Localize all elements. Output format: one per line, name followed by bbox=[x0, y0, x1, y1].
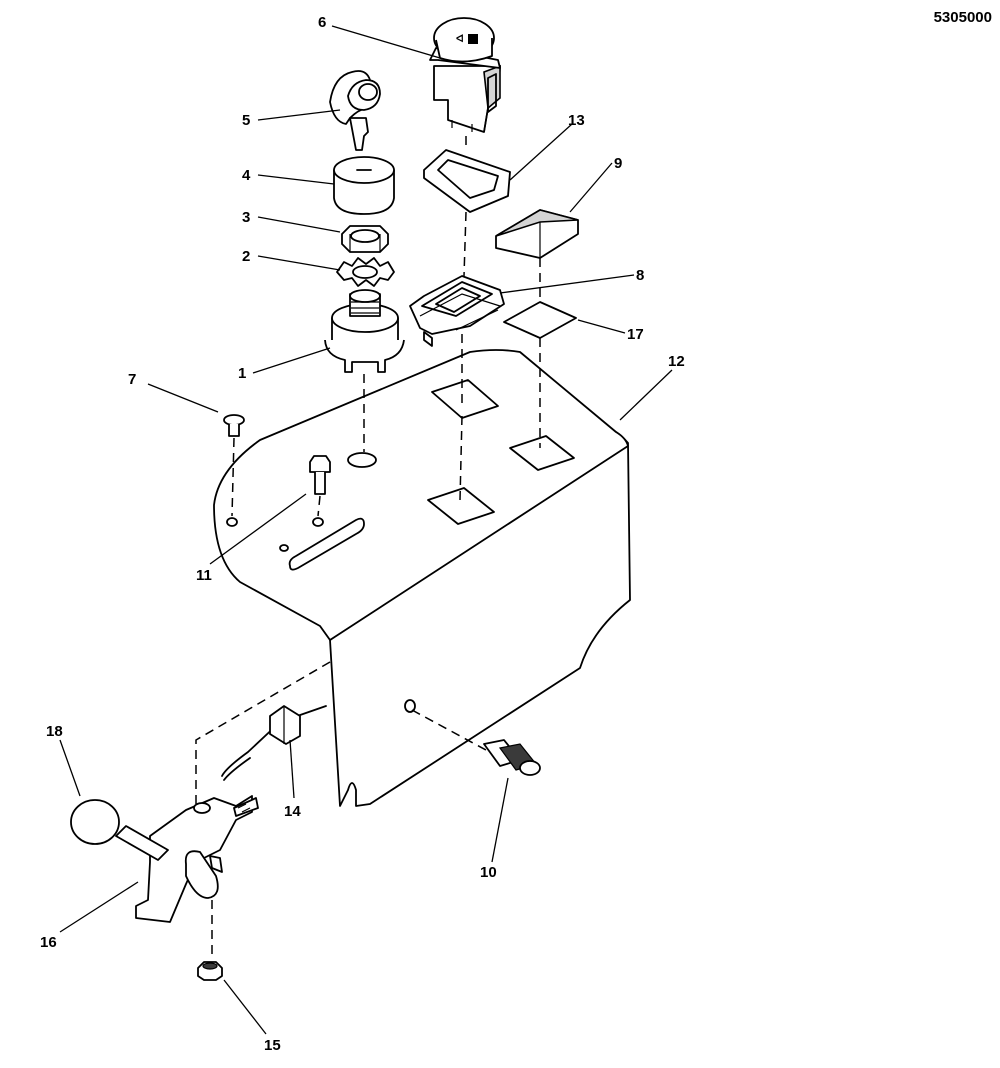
callout-6: 6 bbox=[318, 14, 326, 31]
key-switch-cap bbox=[333, 156, 395, 215]
lock-washer bbox=[336, 257, 395, 287]
assembly-lines bbox=[195, 136, 541, 958]
callout-13: 13 bbox=[568, 112, 585, 129]
callout-15: 15 bbox=[264, 1037, 281, 1054]
capscrew bbox=[309, 455, 331, 495]
indicator-lamp bbox=[483, 739, 541, 776]
callout-8: 8 bbox=[636, 267, 644, 284]
hex-nut bbox=[341, 225, 389, 253]
callout-1: 1 bbox=[238, 365, 246, 382]
callout-16: 16 bbox=[40, 934, 57, 951]
callout-3: 3 bbox=[242, 209, 250, 226]
leader-lines bbox=[59, 25, 673, 1035]
decal bbox=[503, 301, 577, 339]
retaining-nut bbox=[197, 961, 223, 981]
document-number: 5305000 bbox=[934, 9, 992, 26]
callout-10: 10 bbox=[480, 864, 497, 881]
control-panel-bracket bbox=[213, 349, 631, 807]
pto-switch: ᐊ bbox=[429, 17, 501, 133]
callout-7: 7 bbox=[128, 371, 136, 388]
throttle-control bbox=[70, 795, 259, 923]
throttle-cable-clip bbox=[221, 705, 327, 781]
screw bbox=[223, 414, 245, 437]
callout-18: 18 bbox=[46, 723, 63, 740]
callout-12: 12 bbox=[668, 353, 685, 370]
hour-meter bbox=[409, 275, 505, 347]
callout-9: 9 bbox=[614, 155, 622, 172]
callout-17: 17 bbox=[627, 326, 644, 343]
callout-labels: 1 2 3 4 5 6 7 8 9 10 11 12 13 14 15 16 1… bbox=[40, 14, 685, 1054]
callout-2: 2 bbox=[242, 248, 250, 265]
switch-bezel bbox=[423, 149, 511, 213]
svg-text:ᐊ: ᐊ bbox=[456, 34, 464, 45]
hole-plug bbox=[495, 209, 579, 259]
callout-11: 11 bbox=[196, 567, 212, 584]
ignition-key bbox=[329, 70, 381, 151]
callout-4: 4 bbox=[242, 167, 251, 184]
callout-14: 14 bbox=[284, 803, 301, 820]
callout-5: 5 bbox=[242, 112, 250, 129]
ignition-switch bbox=[324, 289, 405, 373]
